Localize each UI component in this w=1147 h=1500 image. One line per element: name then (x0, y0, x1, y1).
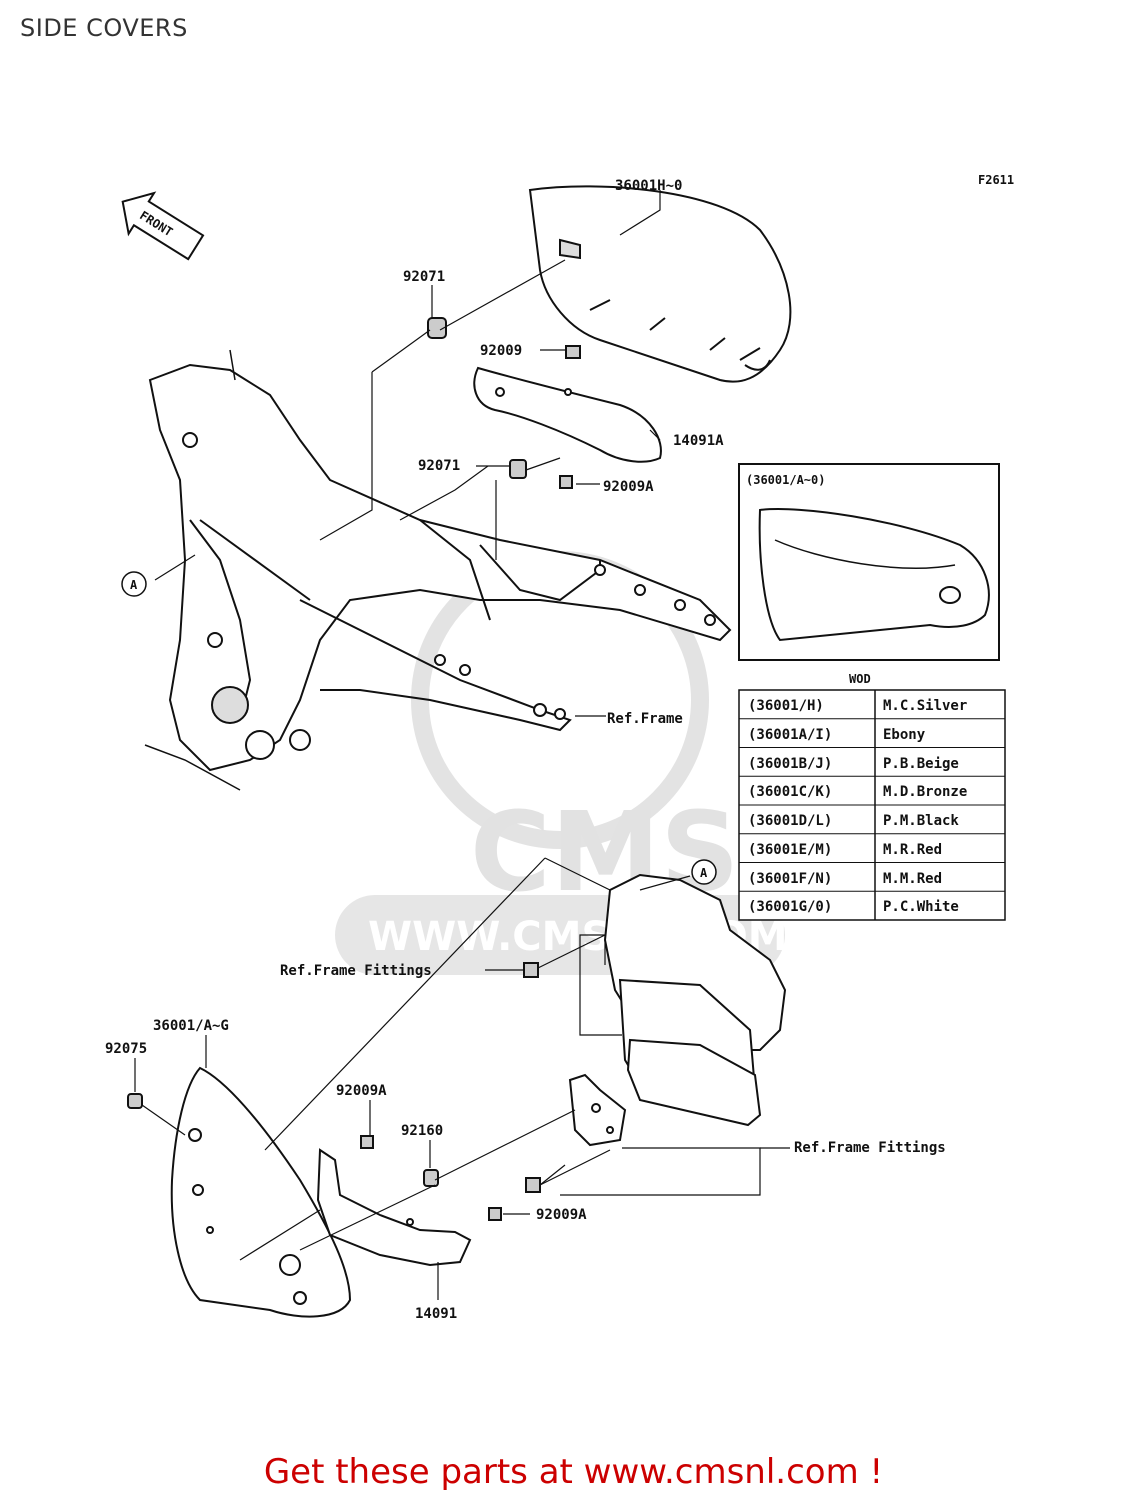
callout-ref-frame-fittings-left: Ref.Frame Fittings (280, 963, 432, 979)
callout-nut-left: 92075 (105, 1041, 147, 1057)
color-code: (36001A/I) (748, 727, 832, 743)
footer-link[interactable]: Get these parts at www.cmsnl.com ! (263, 1452, 884, 1492)
callout-bolt-upper: 92009 (480, 343, 522, 359)
callout-bolt-mid: 92009A (603, 479, 654, 495)
left-side-cover (170, 1066, 352, 1318)
color-table: WOD (36001/H) M.C.Silver (36001A/I) Ebon… (738, 672, 1006, 921)
color-name: P.C.White (883, 899, 959, 915)
callout-ref-frame: Ref.Frame (607, 711, 683, 727)
color-name: M.R.Red (883, 842, 942, 858)
upper-bracket (473, 366, 662, 463)
battery-housing (568, 873, 787, 1147)
color-code: (36001F/N) (748, 871, 832, 887)
parts-diagram: CMS WWW.CMSNL.COM FRONT F2611 (105, 173, 1014, 1322)
callout-bolt-lower-2: 92009A (536, 1207, 587, 1223)
marker-a-left: A (121, 571, 147, 597)
lower-bracket (316, 1148, 472, 1267)
color-table-heading: WOD (849, 672, 871, 686)
color-code: (36001D/L) (748, 813, 832, 829)
hardware-upper (427, 317, 581, 489)
callout-bracket-lower: 14091 (415, 1306, 457, 1322)
right-side-cover (528, 185, 792, 383)
callout-nut-mid: 92071 (418, 458, 460, 474)
marker-a-left-label: A (130, 578, 138, 592)
leader-lines (134, 190, 790, 1300)
frame (144, 349, 732, 791)
marker-a-right-label: A (700, 866, 708, 880)
color-code: (36001G/0) (748, 899, 832, 915)
callout-ref-frame-fittings-right: Ref.Frame Fittings (794, 1140, 946, 1156)
inset-box: (36001/A~0) (738, 463, 1000, 661)
callout-nut-upper: 92071 (403, 269, 445, 285)
color-name: P.B.Beige (883, 756, 959, 772)
color-code: (36001B/J) (748, 756, 832, 772)
callout-cover-right: 36001H~0 (615, 178, 682, 194)
color-code: (36001/H) (748, 698, 824, 714)
callout-bolt-lower-1: 92009A (336, 1083, 387, 1099)
marker-a-right: A (691, 859, 717, 885)
front-arrow-icon: FRONT (121, 191, 205, 261)
page-title: SIDE COVERS (20, 14, 188, 42)
callout-grommet: 92160 (401, 1123, 443, 1139)
callout-cover-left: 36001/A~G (153, 1018, 229, 1034)
color-name: M.M.Red (883, 871, 942, 887)
color-code: (36001C/K) (748, 784, 832, 800)
color-name: M.D.Bronze (883, 784, 967, 800)
color-code: (36001E/M) (748, 842, 832, 858)
callout-bracket-upper: 14091A (673, 433, 724, 449)
inset-label: (36001/A~0) (746, 473, 825, 487)
color-name: M.C.Silver (883, 698, 967, 714)
color-name: Ebony (883, 727, 926, 743)
color-name: P.M.Black (883, 813, 959, 829)
figure-code: F2611 (978, 173, 1014, 187)
